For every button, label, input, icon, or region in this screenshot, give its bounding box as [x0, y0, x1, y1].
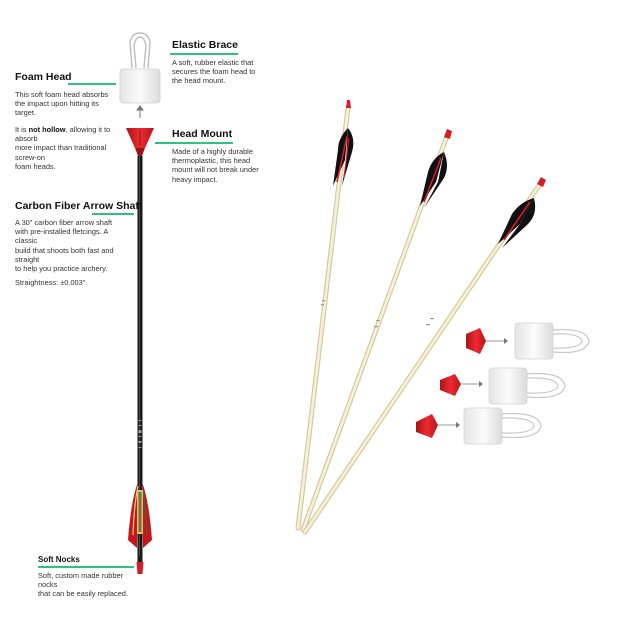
foam-head-para2-line: foam heads.	[15, 161, 56, 171]
head-mount-title: Head Mount	[172, 128, 233, 140]
head-mount-rule	[155, 142, 233, 144]
foam-head-desc-2: It is not hollow, allowing it to absorb …	[15, 125, 110, 171]
head-mount-desc-line: heavy impact.	[172, 174, 218, 184]
carbon-shaft-title: Carbon Fiber Arrow Shaft	[15, 200, 143, 212]
foam-head-desc-line: the impact upon hitting its	[15, 99, 99, 109]
elastic-brace-rule	[170, 53, 238, 55]
foam-head-para2-bold: not hollow	[28, 125, 66, 134]
foam-head-para2-first-line: It is not hollow, allowing it to	[15, 125, 110, 134]
elastic-brace-title: Elastic Brace	[172, 39, 238, 51]
carbon-shaft-desc-line: with pre-installed fletcings. A	[15, 227, 109, 237]
nock-icon	[136, 556, 144, 574]
elastic-brace-icon	[129, 32, 151, 69]
wooden-arrow-icon	[295, 100, 546, 535]
soft-nocks-desc-line: that can be easily replaced.	[38, 589, 128, 599]
elastic-brace-desc-line: A soft, rubber elastic that	[172, 58, 254, 67]
foam-head-desc-line: This soft foam head absorbs	[15, 90, 109, 99]
head-mount-desc-line: mount will not break under	[172, 165, 259, 175]
fletching-icon	[128, 482, 152, 548]
head-mount-desc: Made of a highly durable thermoplastic, …	[172, 147, 259, 184]
carbon-shaft-straightness: Straightness: ±0.003".	[15, 278, 88, 287]
carbon-shaft-desc: A 30" carbon fiber arrow shaft with pre-…	[15, 218, 114, 273]
head-mount-icon	[126, 128, 154, 156]
exploded-head-icon	[416, 322, 590, 445]
carbon-shaft-desc-line: to help you practice archery.	[15, 264, 108, 274]
soft-nocks-rule	[38, 566, 134, 568]
foam-head-para2-suffix: , allowing it to	[65, 125, 111, 134]
foam-head-desc-line: target.	[15, 108, 36, 118]
carbon-shaft-desc-line: straight	[15, 254, 40, 264]
foam-head-title: Foam Head	[15, 71, 72, 83]
foam-head-rule	[68, 83, 116, 85]
foam-head-para2-line: absorb	[15, 134, 38, 144]
carbon-shaft-desc-line: A 30" carbon fiber arrow shaft	[15, 218, 113, 227]
elastic-brace-desc: A soft, rubber elastic that secures the …	[172, 58, 255, 86]
head-mount-desc-line: Made of a highly durable	[172, 147, 253, 156]
foam-head-para2-line: screw-on	[15, 152, 45, 162]
elastic-brace-desc-line: secures the foam head to	[172, 67, 256, 77]
soft-nocks-desc-line: Soft, custom made rubber	[38, 571, 124, 580]
foam-head-para2-line: more impact than traditional	[15, 143, 107, 153]
foam-head-desc: This soft foam head absorbs the impact u…	[15, 90, 108, 118]
carbon-shaft-desc-line: classic	[15, 236, 38, 246]
foam-head-para2-prefix: It is	[15, 125, 29, 134]
connector-arrow-icon	[136, 105, 144, 118]
carbon-shaft-desc-line: build that shoots both fast and	[15, 245, 114, 255]
elastic-brace-desc-line: the head mount.	[172, 76, 226, 86]
soft-nocks-desc-line: nocks	[38, 580, 58, 590]
carbon-shaft-icon	[137, 156, 143, 556]
soft-nocks-desc: Soft, custom made rubber nocks that can …	[38, 571, 128, 599]
foam-head-icon	[119, 68, 161, 104]
head-mount-desc-line: thermoplastic, this head	[172, 156, 251, 166]
soft-nocks-title: Soft Nocks	[38, 555, 80, 564]
carbon-shaft-rule	[92, 213, 134, 215]
